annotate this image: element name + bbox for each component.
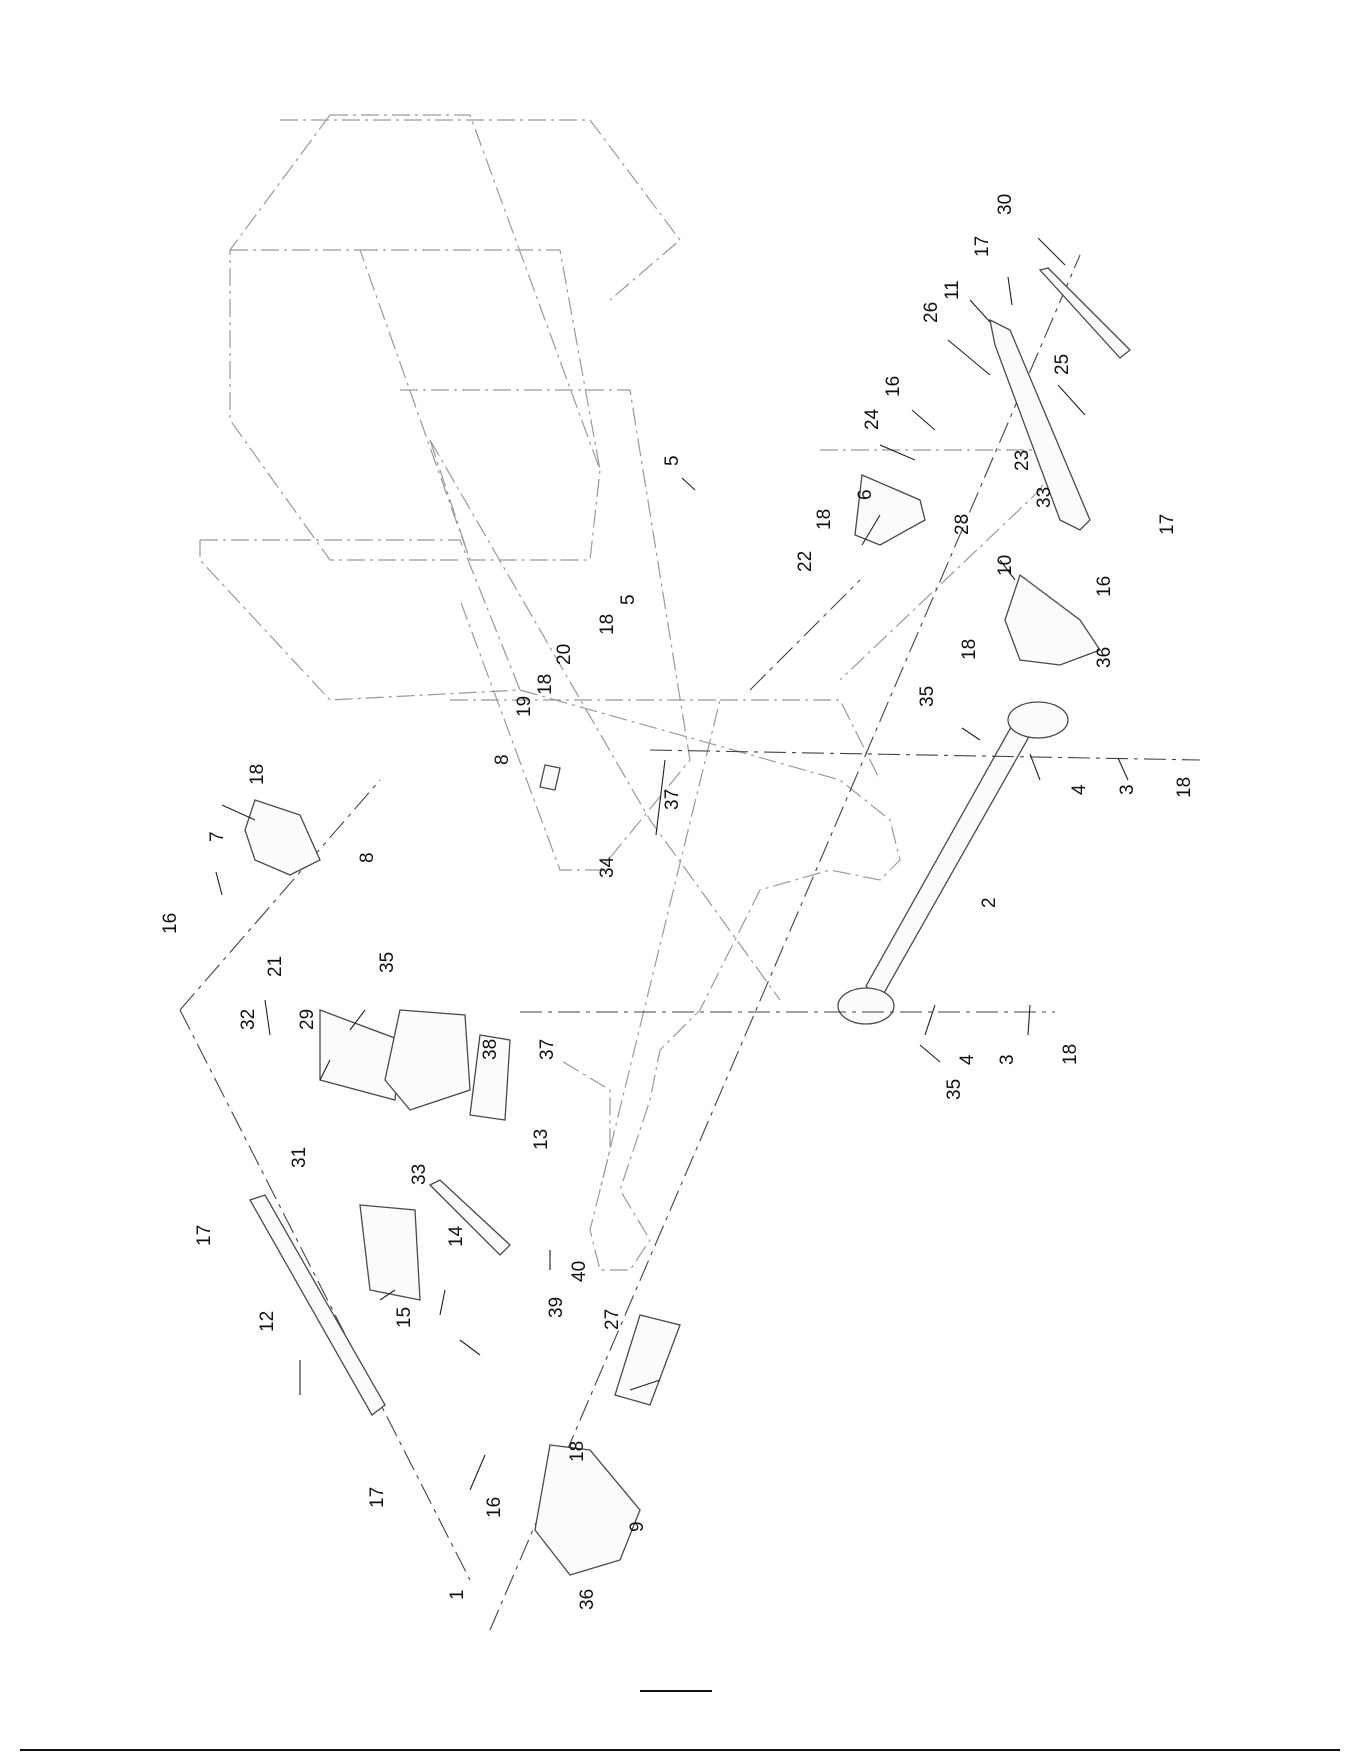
callout-label: 40 [569, 1261, 590, 1282]
channel-15 [360, 1205, 420, 1300]
callout-label: 4 [1069, 784, 1090, 795]
callout-label: 16 [883, 376, 904, 397]
shaft-flange-right [1008, 702, 1068, 738]
callout-label: 38 [480, 1039, 501, 1060]
callout-label: 19 [514, 696, 535, 717]
callout-label: 18 [1174, 777, 1195, 798]
callout-label: 22 [795, 551, 816, 572]
box-13 [385, 1010, 470, 1110]
callout-label: 17 [367, 1487, 388, 1508]
rod-19 [540, 765, 560, 790]
callout-label: 16 [484, 1497, 505, 1518]
callout-label: 29 [297, 1009, 318, 1030]
callout-label: 1 [447, 1589, 468, 1600]
callout-label: 7 [207, 831, 228, 842]
callout-label: 17 [1157, 514, 1178, 535]
sleeve-27 [615, 1315, 680, 1405]
callout-label: 4 [957, 1054, 978, 1065]
bracket-9 [535, 1445, 640, 1575]
callout-label: 18 [959, 639, 980, 660]
callout-label: 25 [1052, 354, 1073, 375]
callout-label: 18 [597, 614, 618, 635]
callout-label: 39 [546, 1297, 567, 1318]
bracket-10 [1005, 575, 1100, 665]
callout-label: 35 [377, 952, 398, 973]
callout-label: 31 [289, 1147, 310, 1168]
callout-label: 36 [577, 1589, 598, 1610]
callout-label: 17 [972, 236, 993, 257]
callout-label: 16 [160, 913, 181, 934]
lever-14 [430, 1180, 510, 1255]
callout-label: 14 [446, 1225, 467, 1247]
callout-label: 20 [554, 644, 575, 665]
callout-label: 3 [997, 1054, 1018, 1065]
callout-label: 18 [1060, 1044, 1081, 1065]
callout-label: 37 [662, 789, 683, 810]
callout-label: 17 [194, 1225, 215, 1246]
callout-label: 21 [265, 956, 286, 977]
callout-label: 13 [531, 1129, 552, 1150]
callout-label: 32 [238, 1009, 259, 1030]
callout-label: 2 [979, 897, 1000, 908]
callout-leaders [216, 238, 1128, 1490]
callout-label: 9 [627, 1521, 648, 1532]
callout-label: 3 [1117, 784, 1138, 795]
linkage-parts [245, 268, 1130, 1575]
plate-29 [320, 1010, 400, 1100]
callout-label: 30 [995, 194, 1016, 215]
callout-label: 5 [662, 455, 683, 466]
callout-label: 18 [247, 764, 268, 785]
callout-label: 5 [618, 594, 639, 605]
callout-label: 18 [567, 1441, 588, 1462]
callout-label: 27 [602, 1309, 623, 1330]
bracket-7 [245, 800, 320, 875]
callout-label: 36 [1094, 647, 1115, 668]
callout-label: 35 [917, 686, 938, 707]
callout-label: 33 [1034, 487, 1055, 508]
callout-label: 12 [257, 1311, 278, 1332]
rod-30 [1040, 268, 1130, 358]
callout-label: 37 [537, 1039, 558, 1060]
bracket-6 [855, 475, 925, 545]
callout-label: 18 [814, 509, 835, 530]
callout-label: 24 [862, 408, 883, 430]
callout-label: 33 [409, 1164, 430, 1185]
callout-label: 15 [394, 1307, 415, 1328]
callout-label: 28 [952, 514, 973, 535]
callout-label: 8 [492, 754, 513, 765]
callout-label: 11 [942, 280, 963, 300]
cross-shaft [866, 720, 1030, 1000]
callout-label: 35 [944, 1079, 965, 1100]
callout-label: 6 [855, 489, 876, 500]
callout-label: 34 [597, 856, 618, 878]
callout-label: 26 [921, 302, 942, 323]
callout-label: 8 [357, 852, 378, 863]
callout-label: 10 [995, 555, 1016, 576]
callout-label: 23 [1012, 450, 1033, 471]
callout-label: 16 [1094, 576, 1115, 597]
callout-label: 18 [535, 674, 556, 695]
shaft-flange-left [838, 988, 894, 1024]
